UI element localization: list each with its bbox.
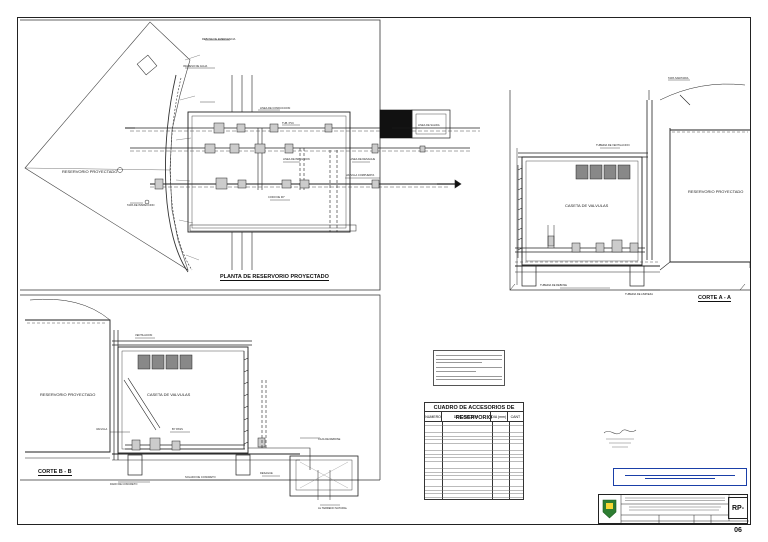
col-num: NUMERO — [425, 412, 443, 421]
svg-text:LINEA DE CONDUCCION: LINEA DE CONDUCCION — [260, 106, 290, 110]
outlet-chamber — [289, 455, 359, 497]
grating-block — [379, 109, 413, 139]
title-block — [598, 494, 749, 525]
accessories-table-body — [424, 422, 524, 500]
reservoir-aa-label: RESERVORIO PROYECTADO — [688, 189, 743, 194]
svg-text:TUB. PVC: TUB. PVC — [282, 121, 294, 125]
reservoir-wall-arc — [165, 74, 189, 273]
svg-text:SOLADO DE CONCRETO: SOLADO DE CONCRETO — [185, 475, 216, 479]
municipal-logo — [601, 498, 618, 520]
svg-text:TUBERIA DE REBOSE: TUBERIA DE REBOSE — [540, 283, 567, 287]
reservoir-bb-label: RESERVORIO PROYECTADO — [40, 392, 95, 397]
svg-text:INGRESO DE AGUA: INGRESO DE AGUA — [183, 64, 207, 68]
svg-text:DESAGUE: DESAGUE — [260, 471, 273, 475]
svg-text:CODO DE 90°: CODO DE 90° — [268, 195, 285, 199]
valve-house-bb-label: CASETA DE VALVULAS — [147, 392, 191, 397]
plan-title: PLANTA DE RESERVORIO PROYECTADO — [220, 274, 329, 281]
svg-text:REBOSE DE EMERGENCIA: REBOSE DE EMERGENCIA — [202, 37, 236, 41]
plan-frame — [20, 19, 381, 291]
section-bb-title: CORTE B - B — [38, 469, 72, 476]
col-diam: DIA (mm) — [491, 412, 508, 421]
reservoir-plan-outline — [24, 21, 191, 271]
svg-text:BY PASS: BY PASS — [172, 427, 183, 431]
project-title-box — [613, 468, 747, 486]
reservoir-section-aa — [669, 128, 750, 263]
svg-text:TAPA DE INSPECCION: TAPA DE INSPECCION — [127, 203, 155, 207]
col-desc: DESCRIPCION — [442, 412, 491, 421]
notes-box — [433, 350, 505, 386]
valve-house-aa-label: CASETA DE VALVULAS — [565, 203, 609, 208]
svg-text:TUBERIA DE LIMPIEZA: TUBERIA DE LIMPIEZA — [625, 292, 653, 296]
reservoir-section-bb — [25, 319, 111, 453]
sheet-code: RP-06 — [728, 497, 748, 534]
drawing-border — [17, 17, 751, 525]
svg-text:VALVULA: VALVULA — [96, 427, 108, 431]
svg-text:VENTILACION: VENTILACION — [135, 333, 152, 337]
svg-text:TAPA SANITARIA: TAPA SANITARIA — [668, 76, 689, 80]
accessories-table-header: NUMERO DESCRIPCION DIA (mm) CANT — [424, 412, 524, 422]
valve-house-plan — [187, 111, 351, 233]
svg-text:LINEA DE DESAGUE: LINEA DE DESAGUE — [350, 157, 375, 161]
svg-text:DADO DE CONCRETO: DADO DE CONCRETO — [110, 482, 137, 486]
section-aa-title: CORTE A - A — [698, 295, 731, 302]
svg-text:LINEA DE IMPULSION: LINEA DE IMPULSION — [283, 157, 310, 161]
accessories-table-title: CUADRO DE ACCESORIOS DE RESERVORIO — [424, 402, 524, 421]
svg-text:AL TERRENO NATURAL: AL TERRENO NATURAL — [318, 506, 348, 510]
svg-text:VALVULA COMPUERTA: VALVULA COMPUERTA — [346, 173, 374, 177]
svg-text:TUBERIA DE VENTILACION: TUBERIA DE VENTILACION — [596, 143, 630, 147]
signature-stamp — [603, 429, 637, 448]
col-qty: CANT — [510, 414, 521, 419]
svg-text:CAJA DE REBOSE: CAJA DE REBOSE — [318, 437, 341, 441]
reservoir-plan-label: RESERVORIO PROYECTADO — [62, 169, 117, 174]
svg-text:LINEA DE SALIDA: LINEA DE SALIDA — [418, 123, 440, 127]
